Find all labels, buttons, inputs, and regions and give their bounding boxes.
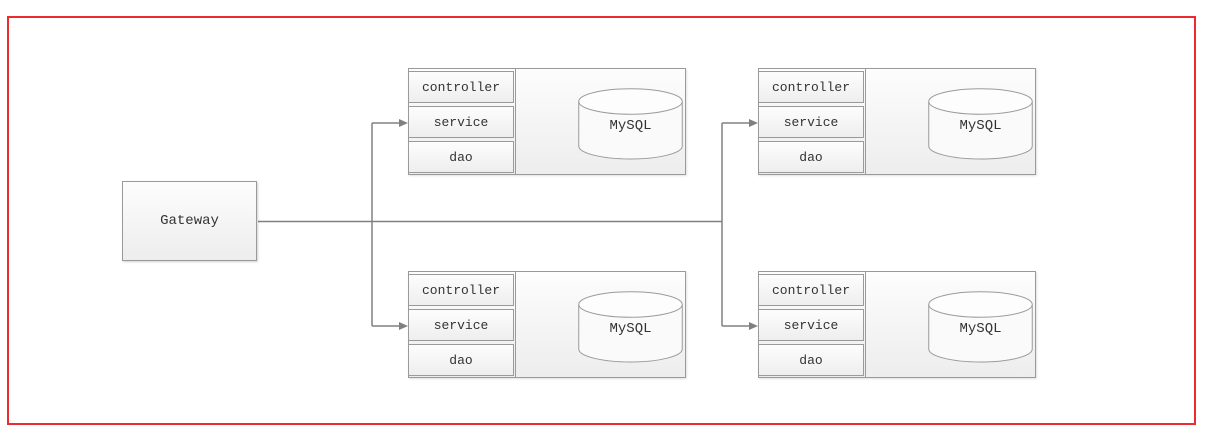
layer-label: dao xyxy=(799,352,823,368)
mysql-database: MySQL xyxy=(578,291,683,363)
mysql-database: MySQL xyxy=(578,88,683,160)
service-group-bottom-left: controller service dao MySQL xyxy=(408,271,686,378)
layer-controller: controller xyxy=(408,71,514,103)
layer-controller: controller xyxy=(758,274,864,306)
mysql-database: MySQL xyxy=(928,291,1033,363)
layer-dao: dao xyxy=(408,141,514,173)
layer-label: controller xyxy=(771,79,850,95)
database-cylinder-icon xyxy=(928,291,1033,363)
layer-service: service xyxy=(408,106,514,138)
gateway-node: Gateway xyxy=(122,181,257,261)
database-label: MySQL xyxy=(959,321,1002,337)
layer-label: dao xyxy=(449,149,473,165)
database-cylinder-icon xyxy=(928,88,1033,160)
layer-service: service xyxy=(408,309,514,341)
layer-service: service xyxy=(758,106,864,138)
red-border-frame xyxy=(7,16,1196,425)
layer-label: controller xyxy=(421,79,500,95)
layer-dao: dao xyxy=(758,141,864,173)
layer-label: service xyxy=(433,114,489,130)
group-divider xyxy=(865,68,866,175)
layer-dao: dao xyxy=(758,344,864,376)
layer-controller: controller xyxy=(408,274,514,306)
group-divider xyxy=(865,271,866,378)
layer-label: service xyxy=(783,317,839,333)
service-group-bottom-right: controller service dao MySQL xyxy=(758,271,1036,378)
database-label: MySQL xyxy=(609,118,652,134)
database-label: MySQL xyxy=(609,321,652,337)
service-group-top-right: controller service dao MySQL xyxy=(758,68,1036,175)
gateway-label: Gateway xyxy=(160,213,219,229)
layer-controller: controller xyxy=(758,71,864,103)
database-label: MySQL xyxy=(959,118,1002,134)
service-group-top-left: controller service dao MySQL xyxy=(408,68,686,175)
layer-label: controller xyxy=(421,282,500,298)
group-divider xyxy=(515,271,516,378)
database-cylinder-icon xyxy=(578,88,683,160)
layer-label: service xyxy=(433,317,489,333)
database-cylinder-icon xyxy=(578,291,683,363)
mysql-database: MySQL xyxy=(928,88,1033,160)
layer-label: service xyxy=(783,114,839,130)
group-divider xyxy=(515,68,516,175)
layer-label: dao xyxy=(799,149,823,165)
layer-service: service xyxy=(758,309,864,341)
layer-label: controller xyxy=(771,282,850,298)
layer-label: dao xyxy=(449,352,473,368)
layer-dao: dao xyxy=(408,344,514,376)
